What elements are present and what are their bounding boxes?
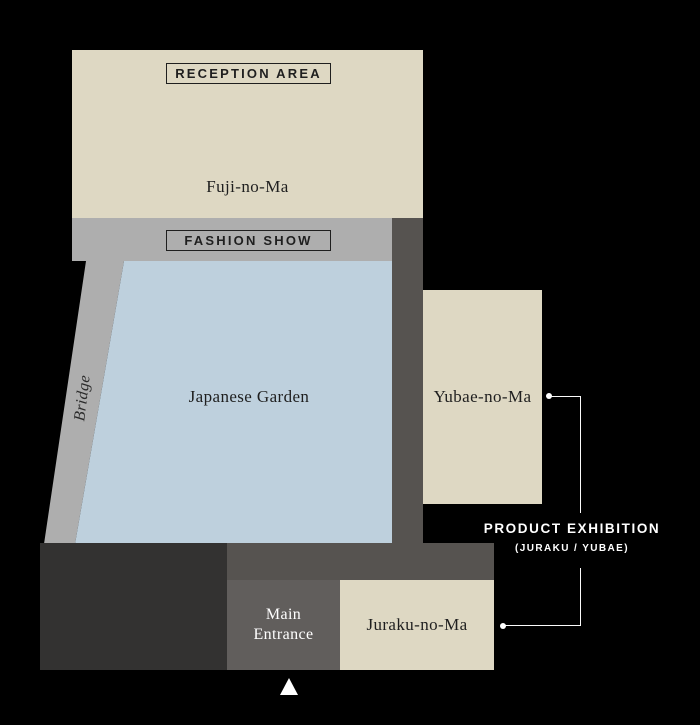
- reception-area-label: RECEPTION AREA: [175, 66, 322, 81]
- japanese-garden: Japanese Garden: [75, 261, 392, 544]
- room-fuji-no-ma: RECEPTION AREA Fuji-no-Ma: [72, 50, 423, 218]
- room-label-juraku-no-ma: Juraku-no-Ma: [366, 615, 468, 634]
- reception-area-banner: RECEPTION AREA: [166, 63, 331, 84]
- corridor-right: [392, 218, 423, 580]
- main-entrance-label-line2: Entrance: [253, 626, 314, 643]
- fashion-show-label: FASHION SHOW: [184, 233, 313, 248]
- service-block: [40, 543, 227, 670]
- juraku-connector-line-v: [579, 568, 581, 626]
- main-entrance-label-line1: Main: [265, 606, 302, 623]
- product-exhibition-title: PRODUCT EXHIBITION: [483, 521, 661, 536]
- room-label-yubae-no-ma: Yubae-no-Ma: [433, 387, 532, 406]
- yubae-connector-line-v: [579, 396, 581, 513]
- main-entrance-label: Main Entrance: [253, 605, 313, 645]
- room-yubae-no-ma: Yubae-no-Ma: [423, 290, 542, 504]
- room-juraku-no-ma: Juraku-no-Ma: [340, 580, 494, 670]
- fashion-show-walkway: FASHION SHOW: [72, 218, 392, 261]
- fashion-show-banner: FASHION SHOW: [166, 230, 331, 251]
- product-exhibition-subtitle: (JURAKU / YUBAE): [515, 543, 629, 554]
- corridor-bottom: [227, 543, 494, 580]
- juraku-connector-dot-icon: [500, 622, 506, 629]
- room-label-japanese-garden: Japanese Garden: [188, 387, 310, 406]
- yubae-connector-line-h: [549, 395, 580, 397]
- entrance-arrow-icon: [280, 678, 298, 695]
- room-label-fuji-no-ma: Fuji-no-Ma: [206, 177, 289, 196]
- room-label-bridge: Bridge: [71, 373, 94, 423]
- main-entrance: Main Entrance: [227, 580, 340, 670]
- juraku-connector-line-h: [503, 625, 581, 627]
